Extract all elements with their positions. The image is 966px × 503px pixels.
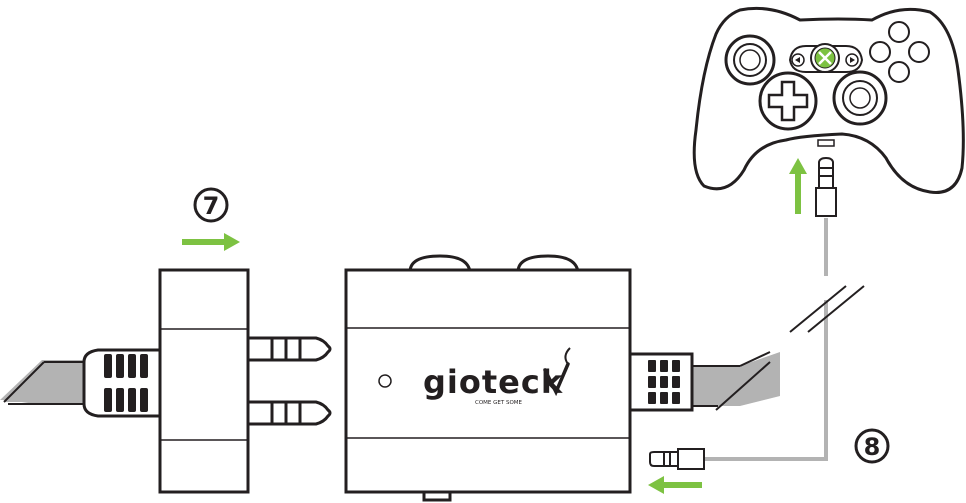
- step-8-arrow-up: [789, 158, 807, 214]
- indicator-led: [378, 374, 392, 388]
- step-7-number: 7: [203, 192, 220, 220]
- step-8-marker: 8: [854, 428, 890, 464]
- gioteck-unit: [344, 254, 632, 502]
- step-8-number: 8: [864, 433, 881, 461]
- controller-cable: [704, 218, 865, 461]
- step-7-marker: 7: [193, 187, 229, 223]
- plug-bottom: [246, 400, 332, 426]
- brand-name: gioteck: [423, 363, 563, 401]
- splitter-adapter: [158, 268, 250, 494]
- step-7-arrow: [182, 233, 240, 251]
- xbox-guide-button-icon: [810, 43, 840, 73]
- left-strain-relief: [82, 348, 164, 418]
- brand-tagline: COME GET SOME: [475, 400, 523, 406]
- gioteck-logo: gioteck COME GET SOME: [423, 347, 571, 406]
- jack-plug-top: [815, 156, 837, 217]
- right-cable: [690, 351, 780, 411]
- right-strain-relief: [628, 352, 694, 412]
- plug-top: [246, 336, 332, 362]
- xbox-360-controller-icon: [692, 6, 965, 194]
- jack-plug-bottom: [649, 448, 705, 470]
- step-8-arrow-left: [648, 476, 702, 494]
